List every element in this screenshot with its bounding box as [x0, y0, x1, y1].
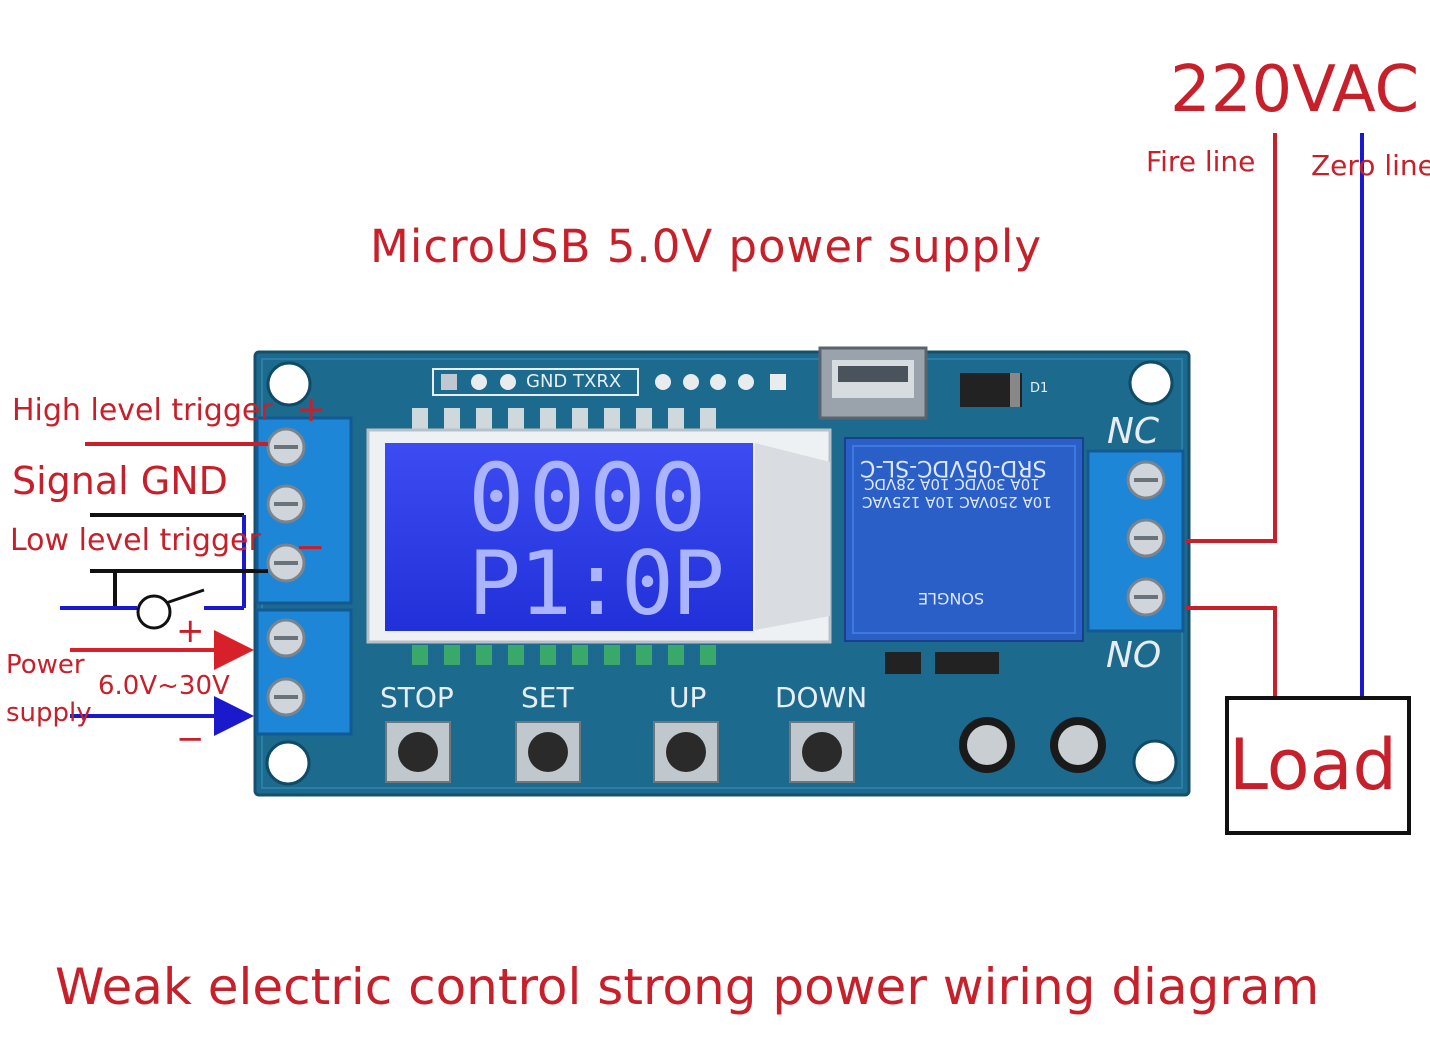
bottom-title: Weak electric control strong power wirin… — [55, 958, 1320, 1016]
button-label-stop: STOP — [380, 681, 454, 714]
relay-terminal-block — [1086, 449, 1185, 633]
micro-usb-port — [818, 346, 928, 420]
no-to-load-wire — [1186, 606, 1277, 698]
left-terminal-block-power — [255, 608, 353, 736]
power-label: Power — [6, 650, 85, 680]
mounting-holes — [265, 360, 1178, 786]
tact-switches — [385, 721, 855, 783]
lcd-line-2: P1:0P — [468, 532, 725, 635]
switch-lever — [165, 588, 205, 605]
high-trigger-label: High level trigger — [12, 393, 273, 428]
top-title: MicroUSB 5.0V power supply — [370, 220, 1043, 273]
signal-gnd-label: Signal GND — [12, 459, 228, 503]
diode-d1 — [960, 373, 1022, 407]
relay-top-face — [852, 445, 1076, 634]
nc-label: NC — [1107, 411, 1160, 452]
lcd-screen — [385, 443, 753, 631]
zero-line-label: Zero line — [1311, 149, 1430, 182]
lcd-backlight-edge — [755, 443, 830, 630]
no-label: NO — [1106, 635, 1162, 676]
capacitors — [959, 717, 1106, 773]
d1-label: D1 — [1030, 381, 1049, 396]
mains-voltage-label: 220VAC — [1170, 53, 1420, 127]
left-terminal-block-signal — [255, 416, 353, 605]
button-label-up: UP — [669, 681, 707, 714]
lcd-line-1: 0000 — [468, 444, 711, 553]
plus-sign: + — [176, 611, 205, 651]
load-box — [1225, 696, 1411, 835]
low-trigger-label: Low level trigger — [10, 523, 261, 558]
smd-components — [885, 652, 999, 674]
relay-brand: SONGLE — [918, 589, 985, 608]
minus-sign: − — [176, 719, 205, 759]
header-label: GND TXRX — [526, 371, 622, 392]
button-label-down: DOWN — [775, 681, 868, 714]
button-label-set: SET — [521, 681, 574, 714]
header-pins — [432, 368, 786, 396]
fire-line-wire — [1186, 133, 1277, 543]
voltage-range-label: 6.0V~30V — [98, 671, 230, 701]
high-trigger-sign: + — [296, 389, 327, 430]
left-wiring — [60, 442, 268, 736]
fire-line-label: Fire line — [1146, 145, 1256, 178]
relay-rating-2: 10A 30VDC 10A 28VDC — [864, 475, 1040, 493]
supply-label: supply — [6, 698, 92, 728]
load-label: Load — [1229, 724, 1397, 806]
lcd-pins-top — [412, 408, 716, 430]
lcd-pins-bottom — [412, 645, 716, 665]
low-trigger-sign: − — [295, 527, 326, 568]
relay — [844, 437, 1084, 642]
relay-rating-1: 10A 250VAC 10A 125VAC — [862, 493, 1052, 511]
switch-contact — [136, 594, 172, 630]
right-wiring — [1186, 133, 1364, 698]
